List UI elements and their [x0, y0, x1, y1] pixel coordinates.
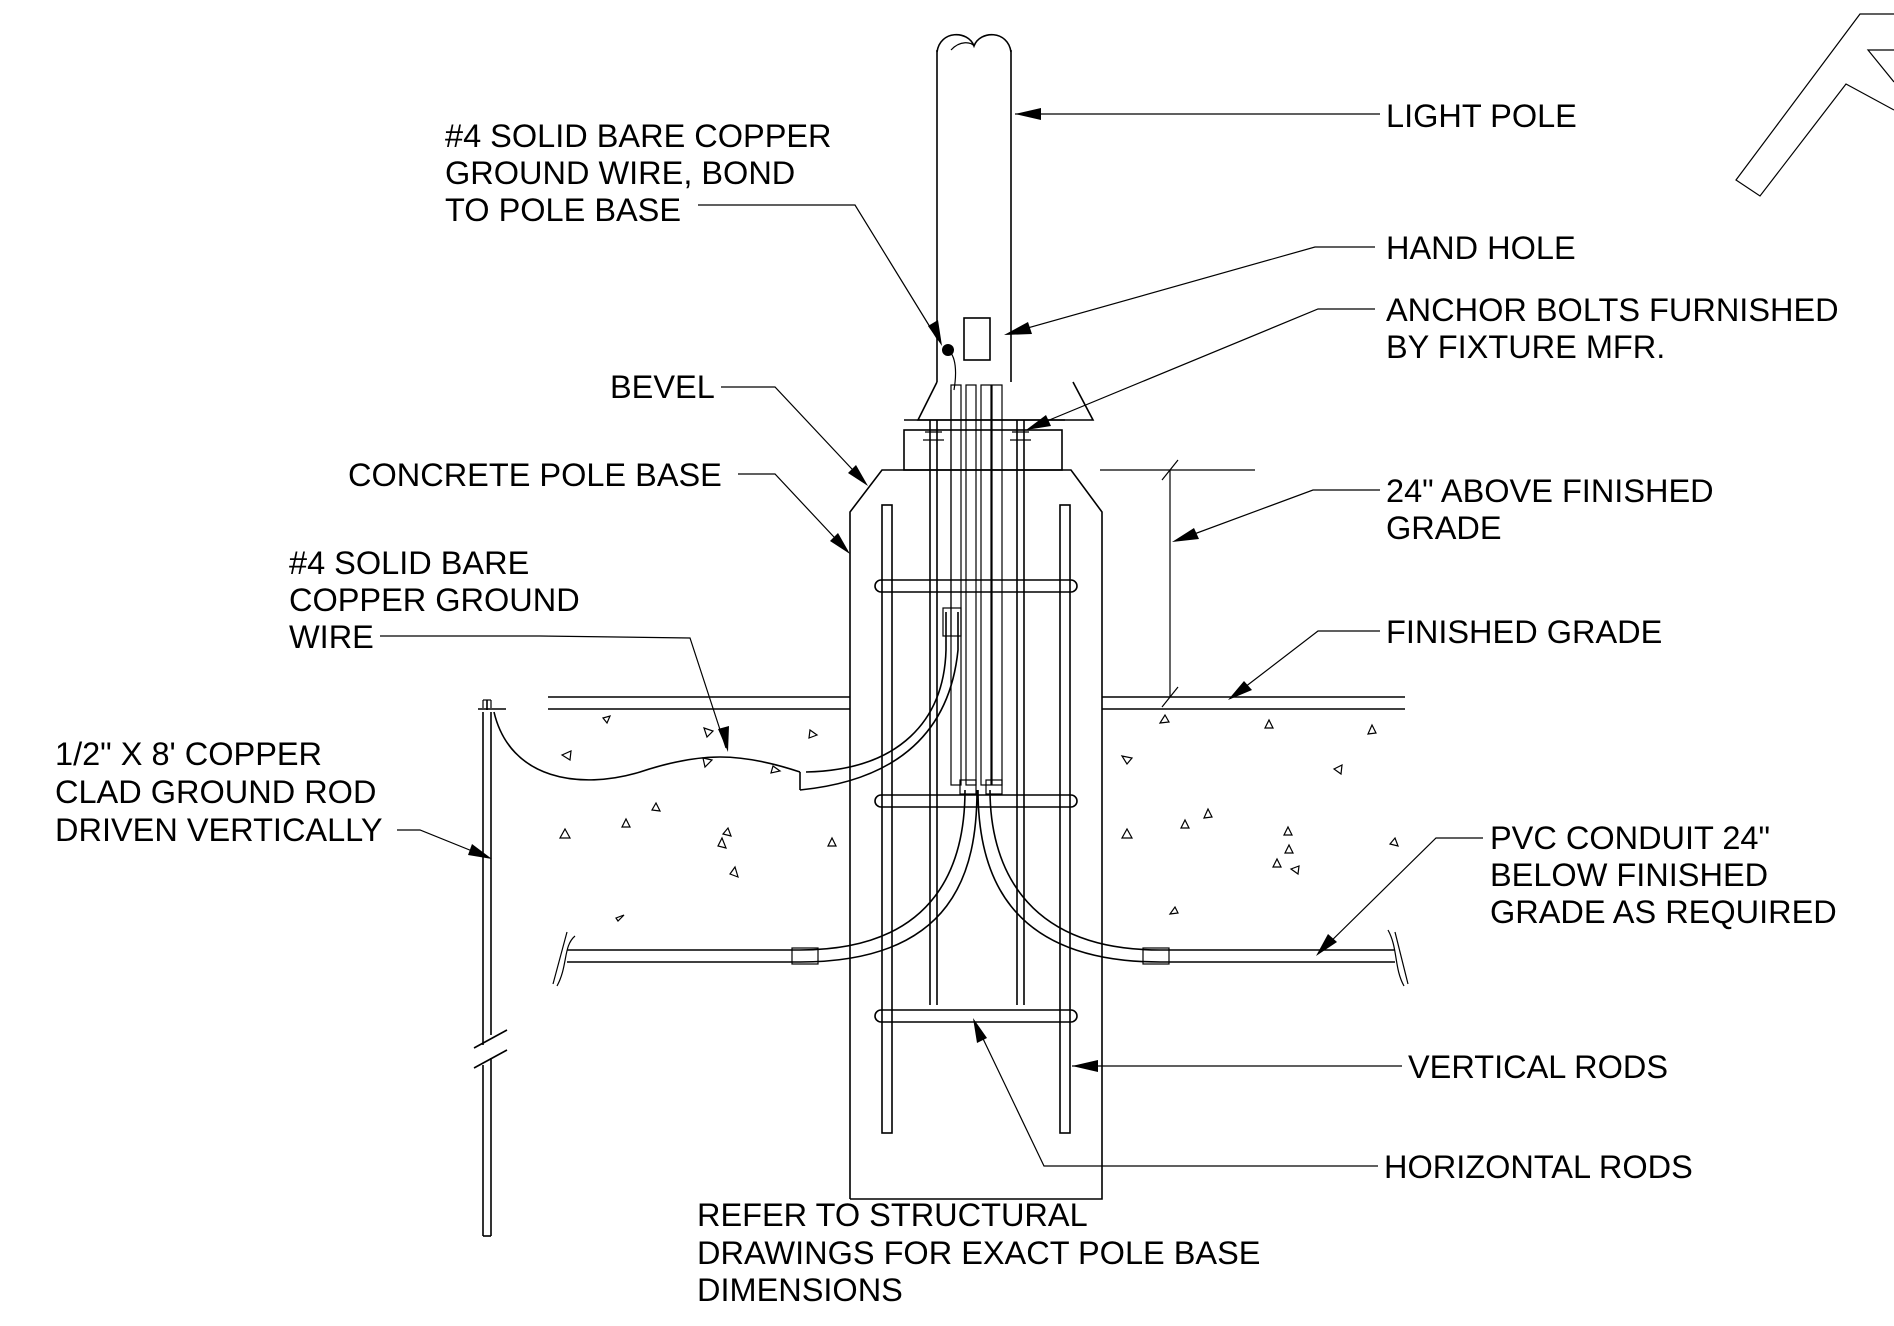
light-pole [903, 33, 1095, 471]
concrete-pole-base [849, 469, 1103, 1200]
hand-hole [963, 317, 991, 361]
label-horizontal-rods: HORIZONTAL RODS [1384, 1149, 1693, 1185]
svg-text:WIRE: WIRE [289, 619, 374, 655]
label-finished-grade: FINISHED GRADE [1386, 614, 1662, 650]
svg-text:GRADE AS REQUIRED: GRADE AS REQUIRED [1490, 894, 1837, 930]
vertical-rods [881, 504, 1071, 1134]
svg-text:DRAWINGS FOR EXACT POLE BASE: DRAWINGS FOR EXACT POLE BASE [697, 1235, 1260, 1271]
conduit-risers [950, 384, 1003, 786]
label-anchor-bolts: ANCHOR BOLTS FURNISHED BY FIXTURE MFR. [1386, 292, 1839, 365]
label-above-grade: 24" ABOVE FINISHED GRADE [1386, 473, 1714, 546]
north-arrow-icon [1735, 13, 1894, 197]
label-ground-wire: #4 SOLID BARE COPPER GROUND WIRE [289, 545, 580, 655]
leader-lines [380, 108, 1483, 1167]
svg-text:BY FIXTURE MFR.: BY FIXTURE MFR. [1386, 329, 1665, 365]
copper-ground-rod [473, 699, 508, 1237]
label-concrete-pole-base: CONCRETE POLE BASE [348, 457, 722, 493]
height-dimension [1100, 459, 1255, 708]
finished-grade [548, 696, 1405, 710]
svg-text:TO POLE BASE: TO POLE BASE [445, 192, 681, 228]
label-pvc-conduit: PVC CONDUIT 24" BELOW FINISHED GRADE AS … [1490, 820, 1837, 930]
svg-text:DRIVEN VERTICALLY: DRIVEN VERTICALLY [55, 812, 383, 848]
svg-text:#4 SOLID BARE COPPER: #4 SOLID BARE COPPER [445, 118, 832, 154]
svg-text:GROUND WIRE, BOND: GROUND WIRE, BOND [445, 155, 795, 191]
label-ground-rod: 1/2" X 8' COPPER CLAD GROUND ROD DRIVEN … [55, 736, 383, 848]
label-hand-hole: HAND HOLE [1386, 230, 1576, 266]
pvc-conduit [552, 779, 1409, 987]
label-vertical-rods: VERTICAL RODS [1408, 1049, 1668, 1085]
label-bevel: BEVEL [610, 369, 715, 405]
svg-text:GRADE: GRADE [1386, 510, 1502, 546]
svg-text:COPPER GROUND: COPPER GROUND [289, 582, 580, 618]
copper-ground-wire [493, 390, 962, 791]
svg-text:ANCHOR BOLTS FURNISHED: ANCHOR BOLTS FURNISHED [1386, 292, 1839, 328]
soil-aggregate-marks [558, 713, 1399, 922]
label-light-pole: LIGHT POLE [1386, 98, 1577, 134]
svg-text:#4 SOLID BARE: #4 SOLID BARE [289, 545, 529, 581]
svg-text:DIMENSIONS: DIMENSIONS [697, 1272, 903, 1308]
svg-text:1/2" X 8' COPPER: 1/2" X 8' COPPER [55, 736, 322, 772]
label-structural-note: REFER TO STRUCTURAL DRAWINGS FOR EXACT P… [697, 1197, 1260, 1308]
svg-text:24" ABOVE FINISHED: 24" ABOVE FINISHED [1386, 473, 1714, 509]
svg-text:BELOW FINISHED: BELOW FINISHED [1490, 857, 1768, 893]
svg-text:PVC CONDUIT 24": PVC CONDUIT 24" [1490, 820, 1770, 856]
svg-text:CLAD GROUND ROD: CLAD GROUND ROD [55, 774, 376, 810]
label-ground-wire-bond: #4 SOLID BARE COPPER GROUND WIRE, BOND T… [445, 118, 832, 228]
svg-text:REFER TO STRUCTURAL: REFER TO STRUCTURAL [697, 1197, 1088, 1233]
